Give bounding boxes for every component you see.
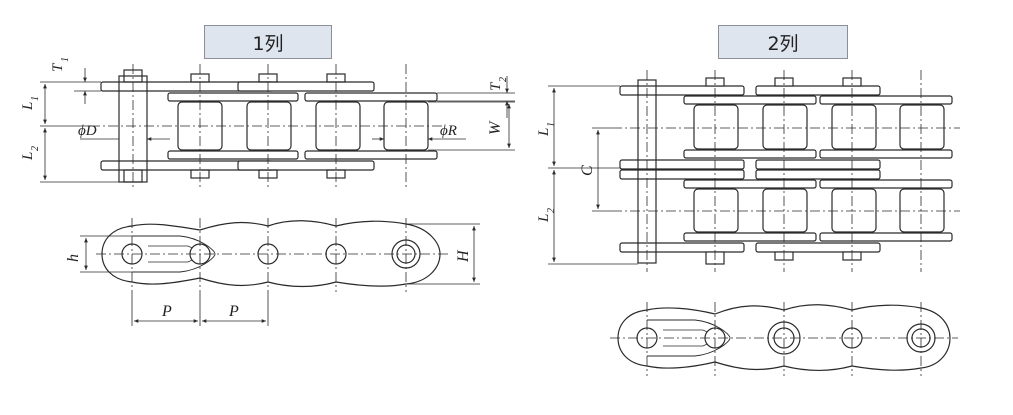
label-t2: T <box>488 81 504 91</box>
label-l2: L <box>20 152 36 161</box>
single-strand-side-dimension-text: h H P P <box>65 249 472 320</box>
label-l2-double-sub: 2 <box>546 208 557 213</box>
label-p1: P <box>161 303 172 320</box>
label-phi-r: ϕR <box>440 123 457 139</box>
double-strand-top-view <box>612 70 960 272</box>
label-l1-double: L <box>536 128 552 137</box>
label-h: h <box>65 254 82 262</box>
single-strand-title: 1列 <box>204 25 332 59</box>
label-t1: T <box>50 62 66 72</box>
double-strand-side-view <box>610 302 958 376</box>
label-big-h: H <box>455 249 472 263</box>
label-c: C <box>579 165 596 176</box>
label-l1-double-sub: 1 <box>546 122 557 127</box>
single-strand-side-view <box>96 218 448 292</box>
single-strand-side-dimensions <box>80 223 480 326</box>
single-strand-top-view <box>90 64 445 188</box>
single-strand-dimensions <box>40 68 515 183</box>
label-l1: L <box>20 102 36 111</box>
label-w: W <box>487 120 504 135</box>
double-strand-dimension-text: L 1 L 2 C <box>536 122 596 223</box>
label-t2-sub: 2 <box>498 77 509 82</box>
label-phi-d: ϕD <box>78 123 97 139</box>
label-l2-sub: 2 <box>30 146 41 151</box>
label-t1-sub: 1 <box>60 57 71 62</box>
double-strand-dimensions <box>548 85 638 265</box>
double-strand-title: 2列 <box>718 25 848 59</box>
label-l1-sub: 1 <box>30 96 41 101</box>
single-strand-dimension-text: T 1 L 1 L 2 ϕD ϕR T 2 W <box>20 57 509 161</box>
label-l2-double: L <box>536 214 552 223</box>
label-p2: P <box>228 303 239 320</box>
